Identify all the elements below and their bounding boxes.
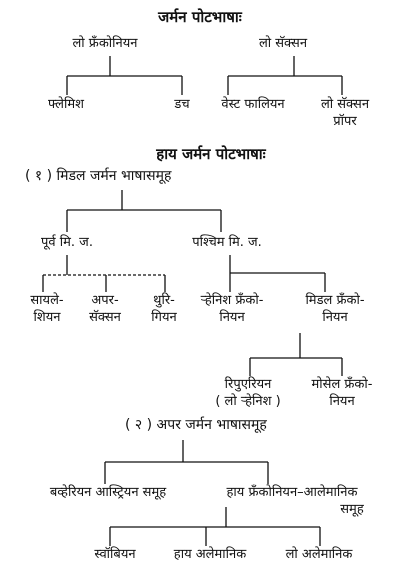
upper-german-group-heading: ( २ ) अपर जर्मन भाषासमूह	[125, 417, 267, 433]
node-rhenish-franconian-line2: नियन	[219, 310, 245, 325]
low-german-heading: जर्मन पोटभाषाः	[158, 8, 242, 26]
node-west-middle-german: पश्चिम मि. ज.	[192, 235, 262, 250]
node-high-franconian-alemannic-line2: समूह	[340, 502, 364, 517]
node-high-alemannic: हाय अलेमानिक	[173, 547, 247, 562]
node-upper-saxon-line2: सॅक्सन	[89, 310, 121, 325]
node-lo-franconian: लो फ्रँकोनियन	[72, 36, 138, 51]
node-moselle-franconian-line1: मोसेल फ्रँको-	[311, 377, 373, 392]
node-thuringian-line2: गियन	[151, 310, 177, 325]
node-dutch: डच	[174, 97, 190, 112]
node-rhenish-franconian-line1: र्‍हेनिश फ्रँको-	[200, 293, 264, 308]
node-silesian-line2: शियन	[33, 310, 61, 325]
node-middle-franconian-line2: नियन	[322, 310, 348, 325]
node-high-franconian-alemannic-line1: हाय फ्रँकोनियन–आलेमानिक	[226, 485, 358, 500]
node-east-middle-german: पूर्व मि. ज.	[41, 235, 93, 250]
node-lo-saxon-proper-line1: लो सॅक्सन	[320, 97, 370, 112]
node-moselle-franconian-line2: नियन	[329, 394, 355, 409]
node-middle-franconian-line1: मिडल फ्रँको-	[305, 293, 365, 308]
high-german-heading: हाय जर्मन पोटभाषाः	[156, 145, 266, 163]
node-lo-saxon: लो सॅक्सन	[258, 36, 308, 51]
node-lo-saxon-proper-line2: प्रॉपर	[333, 114, 357, 129]
node-ripuarian-line2: ( लो र्‍हेनिश )	[215, 394, 281, 409]
node-flemish: फ्लेमिश	[48, 97, 84, 112]
middle-german-group-heading: ( १ ) मिडल जर्मन भाषासमूह	[25, 168, 172, 184]
node-low-alemannic: लो अलेमानिक	[285, 547, 353, 562]
node-bavarian-austrian: बव्हेरियन आस्ट्रियन समूह	[49, 485, 167, 500]
node-ripuarian-line1: रिपुएरियन	[224, 377, 272, 392]
node-westphalian: वेस्ट फालियन	[221, 97, 285, 112]
node-swabian: स्वॉबियन	[94, 547, 136, 562]
node-silesian-line1: सायले-	[30, 293, 64, 308]
node-thuringian-line1: थुरि-	[153, 293, 175, 308]
node-upper-saxon-line1: अपर-	[91, 293, 119, 308]
